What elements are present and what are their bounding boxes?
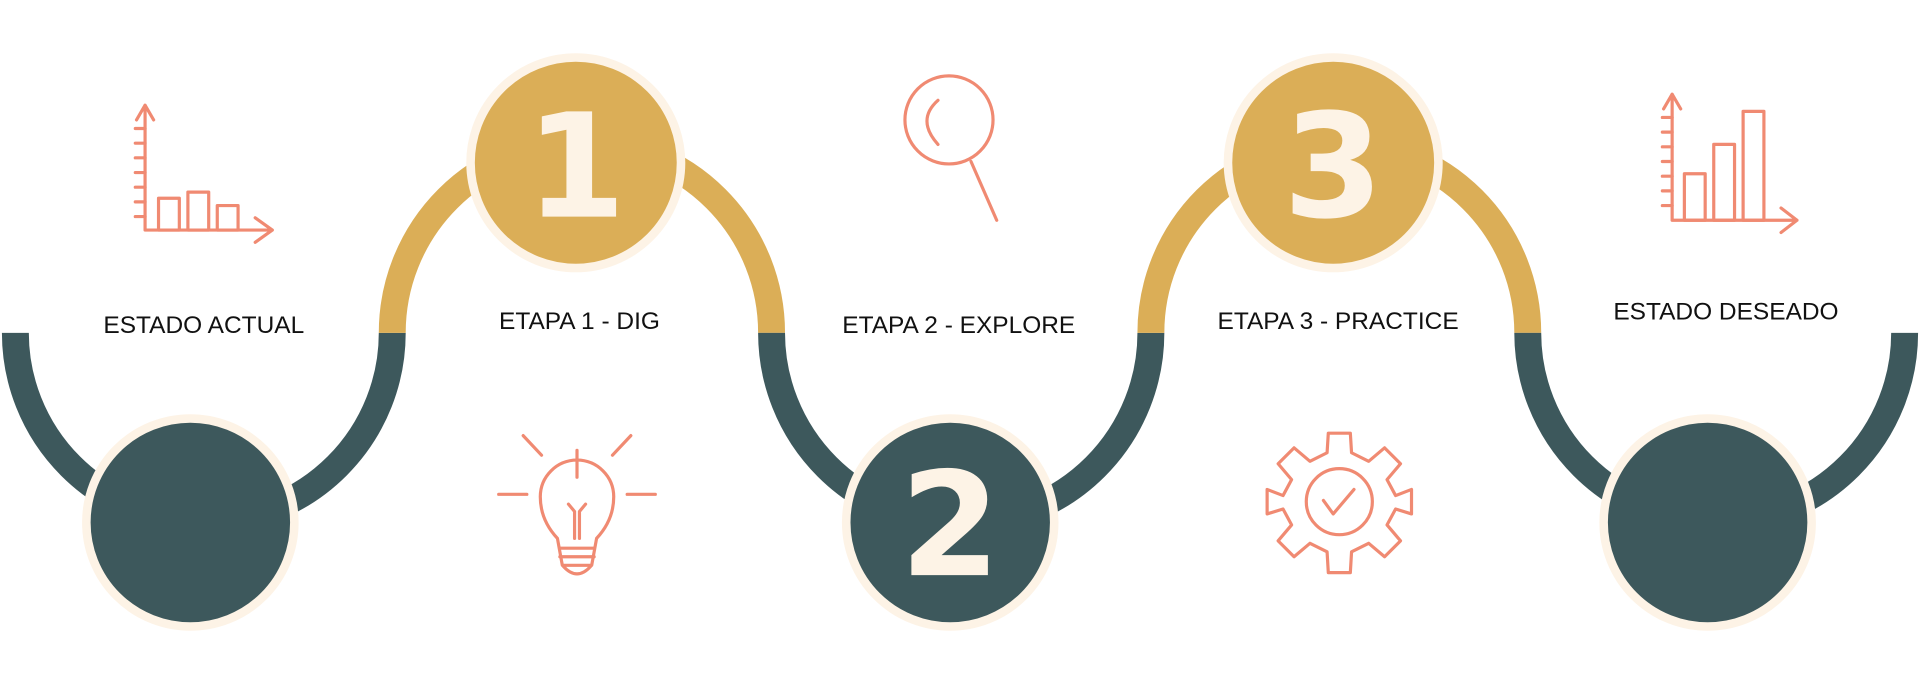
stage-circle-2 xyxy=(841,414,1059,631)
stage-circle-desired xyxy=(1599,414,1816,631)
stage-label-3: ETAPA 3 - PRACTICE xyxy=(1218,308,1459,335)
stage-circle-3 xyxy=(1223,53,1443,273)
bar-chart-low-icon xyxy=(133,103,274,244)
stage-number-3: 3 xyxy=(1283,84,1383,252)
stage-label-current: ESTADO ACTUAL xyxy=(103,312,304,339)
stage-label-1: ETAPA 1 - DIG xyxy=(499,308,660,335)
stage-circle-current xyxy=(82,414,299,631)
stage-label-2: ETAPA 2 - EXPLORE xyxy=(842,312,1075,339)
stage-number-2: 2 xyxy=(900,442,1000,610)
stage-circle-1 xyxy=(466,53,686,273)
stage-number-1: 1 xyxy=(526,84,626,252)
lightbulb-icon xyxy=(497,434,657,576)
stage-label-desired: ESTADO DESEADO xyxy=(1613,298,1838,325)
bar-chart-high-icon xyxy=(1660,92,1799,235)
magnifier-icon xyxy=(903,74,999,222)
gear-check-icon xyxy=(1265,431,1414,575)
